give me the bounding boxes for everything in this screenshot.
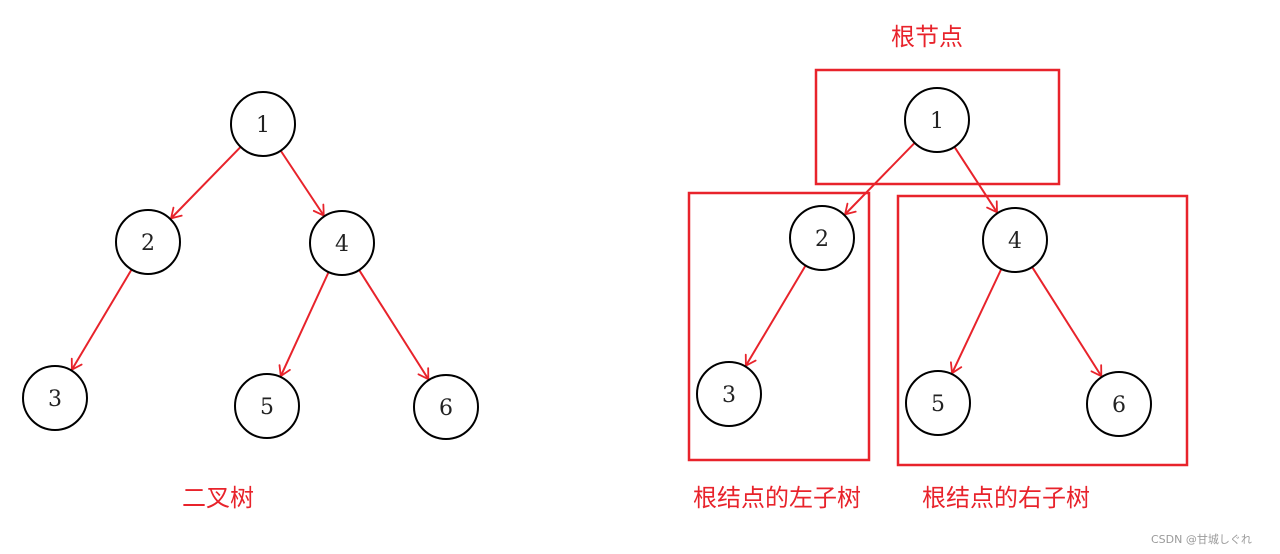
left-node-label-1: 1 (256, 113, 270, 138)
right-arrowhead-1-4 (986, 200, 998, 214)
root-box (814, 68, 1061, 186)
left-edges (70, 144, 430, 381)
right-edge-4-6 (1030, 264, 1103, 377)
left-arrowhead-4-6 (417, 367, 430, 381)
right-node-label-6: 6 (1112, 393, 1126, 418)
right-node-5 (905, 370, 971, 436)
right-node-4 (982, 207, 1048, 273)
right-node-1 (904, 87, 970, 153)
right-edge-2-3 (745, 263, 808, 367)
left-nodes: 1 2 4 3 5 6 (22, 91, 479, 440)
left-node-2 (115, 209, 181, 275)
left-binary-tree: 1 2 4 3 5 6 (22, 91, 479, 440)
right-node-label-1: 1 (930, 109, 944, 134)
left-edge-4-5 (279, 269, 331, 377)
right-node-6 (1086, 371, 1152, 437)
right-edges (744, 140, 1103, 378)
left-arrowhead-1-4 (312, 203, 325, 217)
right-binary-tree: 1 2 4 3 5 6 (687, 68, 1189, 467)
left-edge-2-3 (71, 267, 134, 371)
right-node-label-2: 2 (815, 227, 829, 252)
right-subtree-box (896, 194, 1189, 467)
right-edge-4-5 (951, 266, 1004, 374)
right-node-3 (696, 361, 762, 427)
right-node-label-4: 4 (1008, 229, 1022, 254)
left-node-1 (230, 91, 296, 157)
left-node-6 (413, 374, 479, 440)
left-subtree-box (687, 191, 871, 462)
right-edge-1-4 (952, 144, 998, 213)
left-node-label-4: 4 (335, 232, 349, 257)
root-caption: 根节点 (891, 23, 963, 51)
left-node-label-2: 2 (141, 231, 155, 256)
watermark: CSDN @甘城しぐれ (1151, 533, 1252, 546)
left-arrowhead-4-5 (278, 364, 291, 378)
right-node-2 (789, 205, 855, 271)
right-edge-1-2 (844, 140, 917, 216)
left-edge-4-6 (357, 267, 430, 380)
right-node-label-3: 3 (722, 383, 736, 408)
right-nodes: 1 2 4 3 5 6 (696, 87, 1152, 437)
left-node-3 (22, 365, 88, 431)
left-edge-1-4 (278, 148, 325, 217)
left-node-label-3: 3 (48, 387, 62, 412)
right-node-label-5: 5 (931, 392, 945, 417)
right-subtree-caption: 根结点的右子树 (922, 484, 1090, 512)
left-node-4 (309, 210, 375, 276)
left-node-label-5: 5 (260, 395, 274, 420)
left-subtree-caption: 根结点的左子树 (693, 484, 861, 512)
left-node-5 (234, 373, 300, 439)
left-edge-1-2 (170, 144, 243, 220)
left-tree-caption: 二叉树 (182, 484, 254, 512)
left-node-label-6: 6 (439, 396, 453, 421)
